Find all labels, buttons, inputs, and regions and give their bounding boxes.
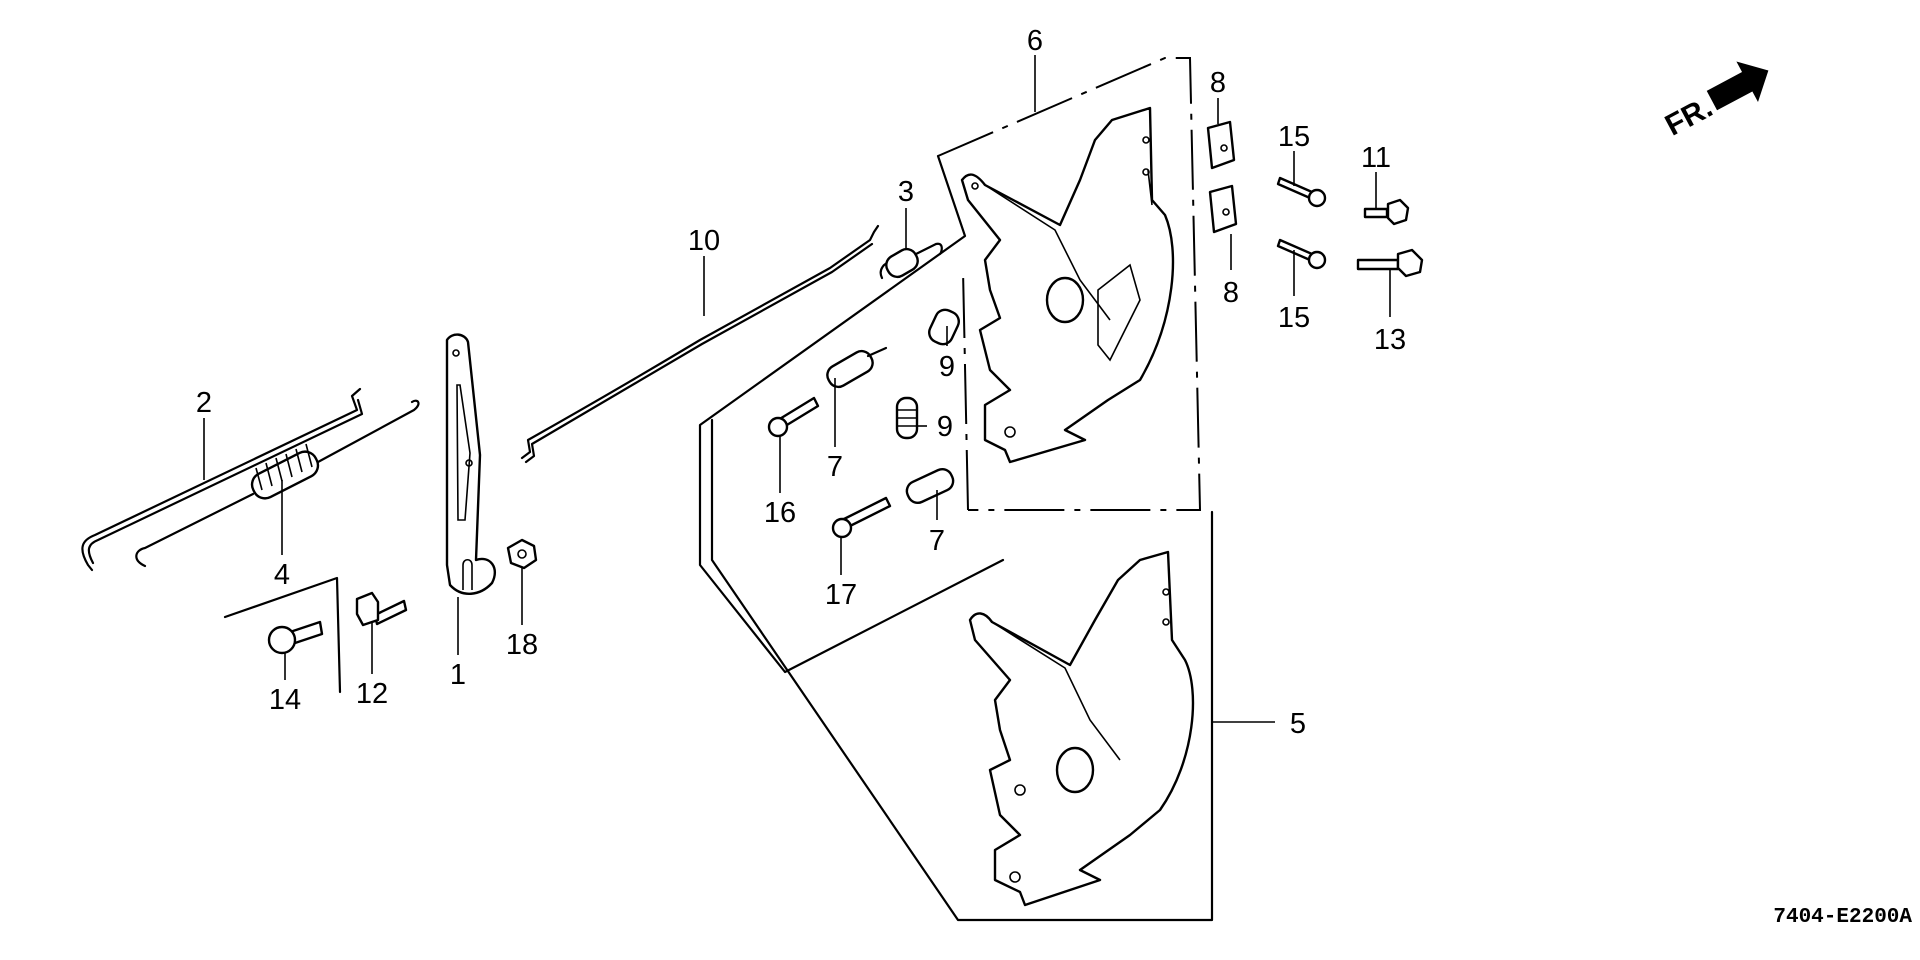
screw-15-lower xyxy=(1276,238,1327,270)
screw-17 xyxy=(831,496,892,539)
diagram-code: 7404-E2200A xyxy=(1773,906,1912,929)
screw-15-upper xyxy=(1276,176,1327,208)
callout-18: 18 xyxy=(506,629,538,661)
front-direction-arrow-icon xyxy=(1706,61,1769,111)
callout-14: 14 xyxy=(269,684,301,716)
flange-bolt-13 xyxy=(1356,248,1424,278)
callout-8-lower: 8 xyxy=(1223,277,1239,309)
callout-15-upper: 15 xyxy=(1278,121,1310,153)
spring-9-upper xyxy=(928,308,960,346)
assembly-5-boundary xyxy=(710,418,1214,922)
clamp-8-lower xyxy=(1208,184,1238,234)
flange-bolt-11 xyxy=(1363,198,1410,226)
callout-7-lower: 7 xyxy=(929,525,945,557)
front-label: FR. xyxy=(1660,91,1718,143)
lever-1 xyxy=(445,333,497,595)
callout-13: 13 xyxy=(1374,324,1406,356)
front-direction-indicator: FR. xyxy=(1660,61,1769,143)
bracket-line-14-12 xyxy=(223,576,342,694)
spring-4-coil xyxy=(250,443,320,500)
callout-17: 17 xyxy=(825,579,857,611)
callout-2: 2 xyxy=(196,387,212,419)
callout-1: 1 xyxy=(450,659,466,691)
callout-8-upper: 8 xyxy=(1210,67,1226,99)
callout-3: 3 xyxy=(898,176,914,208)
spring-9-middle xyxy=(895,396,919,440)
callout-11: 11 xyxy=(1361,142,1391,174)
callout-6: 6 xyxy=(1027,25,1043,57)
callout-labels: 6 8 8 15 15 11 13 3 10 9 9 7 7 16 17 2 4… xyxy=(196,25,1406,740)
control-base-5 xyxy=(968,550,1195,907)
rod-10 xyxy=(520,224,880,464)
spring-7-upper xyxy=(826,346,888,389)
callout-12: 12 xyxy=(356,678,388,710)
clamp-8-upper xyxy=(1206,120,1236,170)
callout-15-lower: 15 xyxy=(1278,302,1310,334)
callout-7-upper: 7 xyxy=(827,451,843,483)
rod-2 xyxy=(81,387,364,572)
callout-16: 16 xyxy=(764,497,796,529)
spring-3 xyxy=(879,242,943,280)
callout-4: 4 xyxy=(274,559,290,591)
callout-10: 10 xyxy=(688,225,720,257)
nut-18 xyxy=(506,538,538,570)
rod-with-spring-4 xyxy=(135,399,420,568)
callout-5: 5 xyxy=(1290,708,1306,740)
screw-16 xyxy=(767,396,820,438)
assembly-6-boundary xyxy=(698,57,1202,674)
callout-9-middle: 9 xyxy=(937,411,953,443)
control-base-6 xyxy=(960,106,1175,464)
spring-7-lower xyxy=(905,467,955,505)
screw-12 xyxy=(355,591,408,627)
bolt-14 xyxy=(267,620,324,655)
leader-lines xyxy=(203,55,1391,723)
callout-9-upper: 9 xyxy=(939,351,955,383)
